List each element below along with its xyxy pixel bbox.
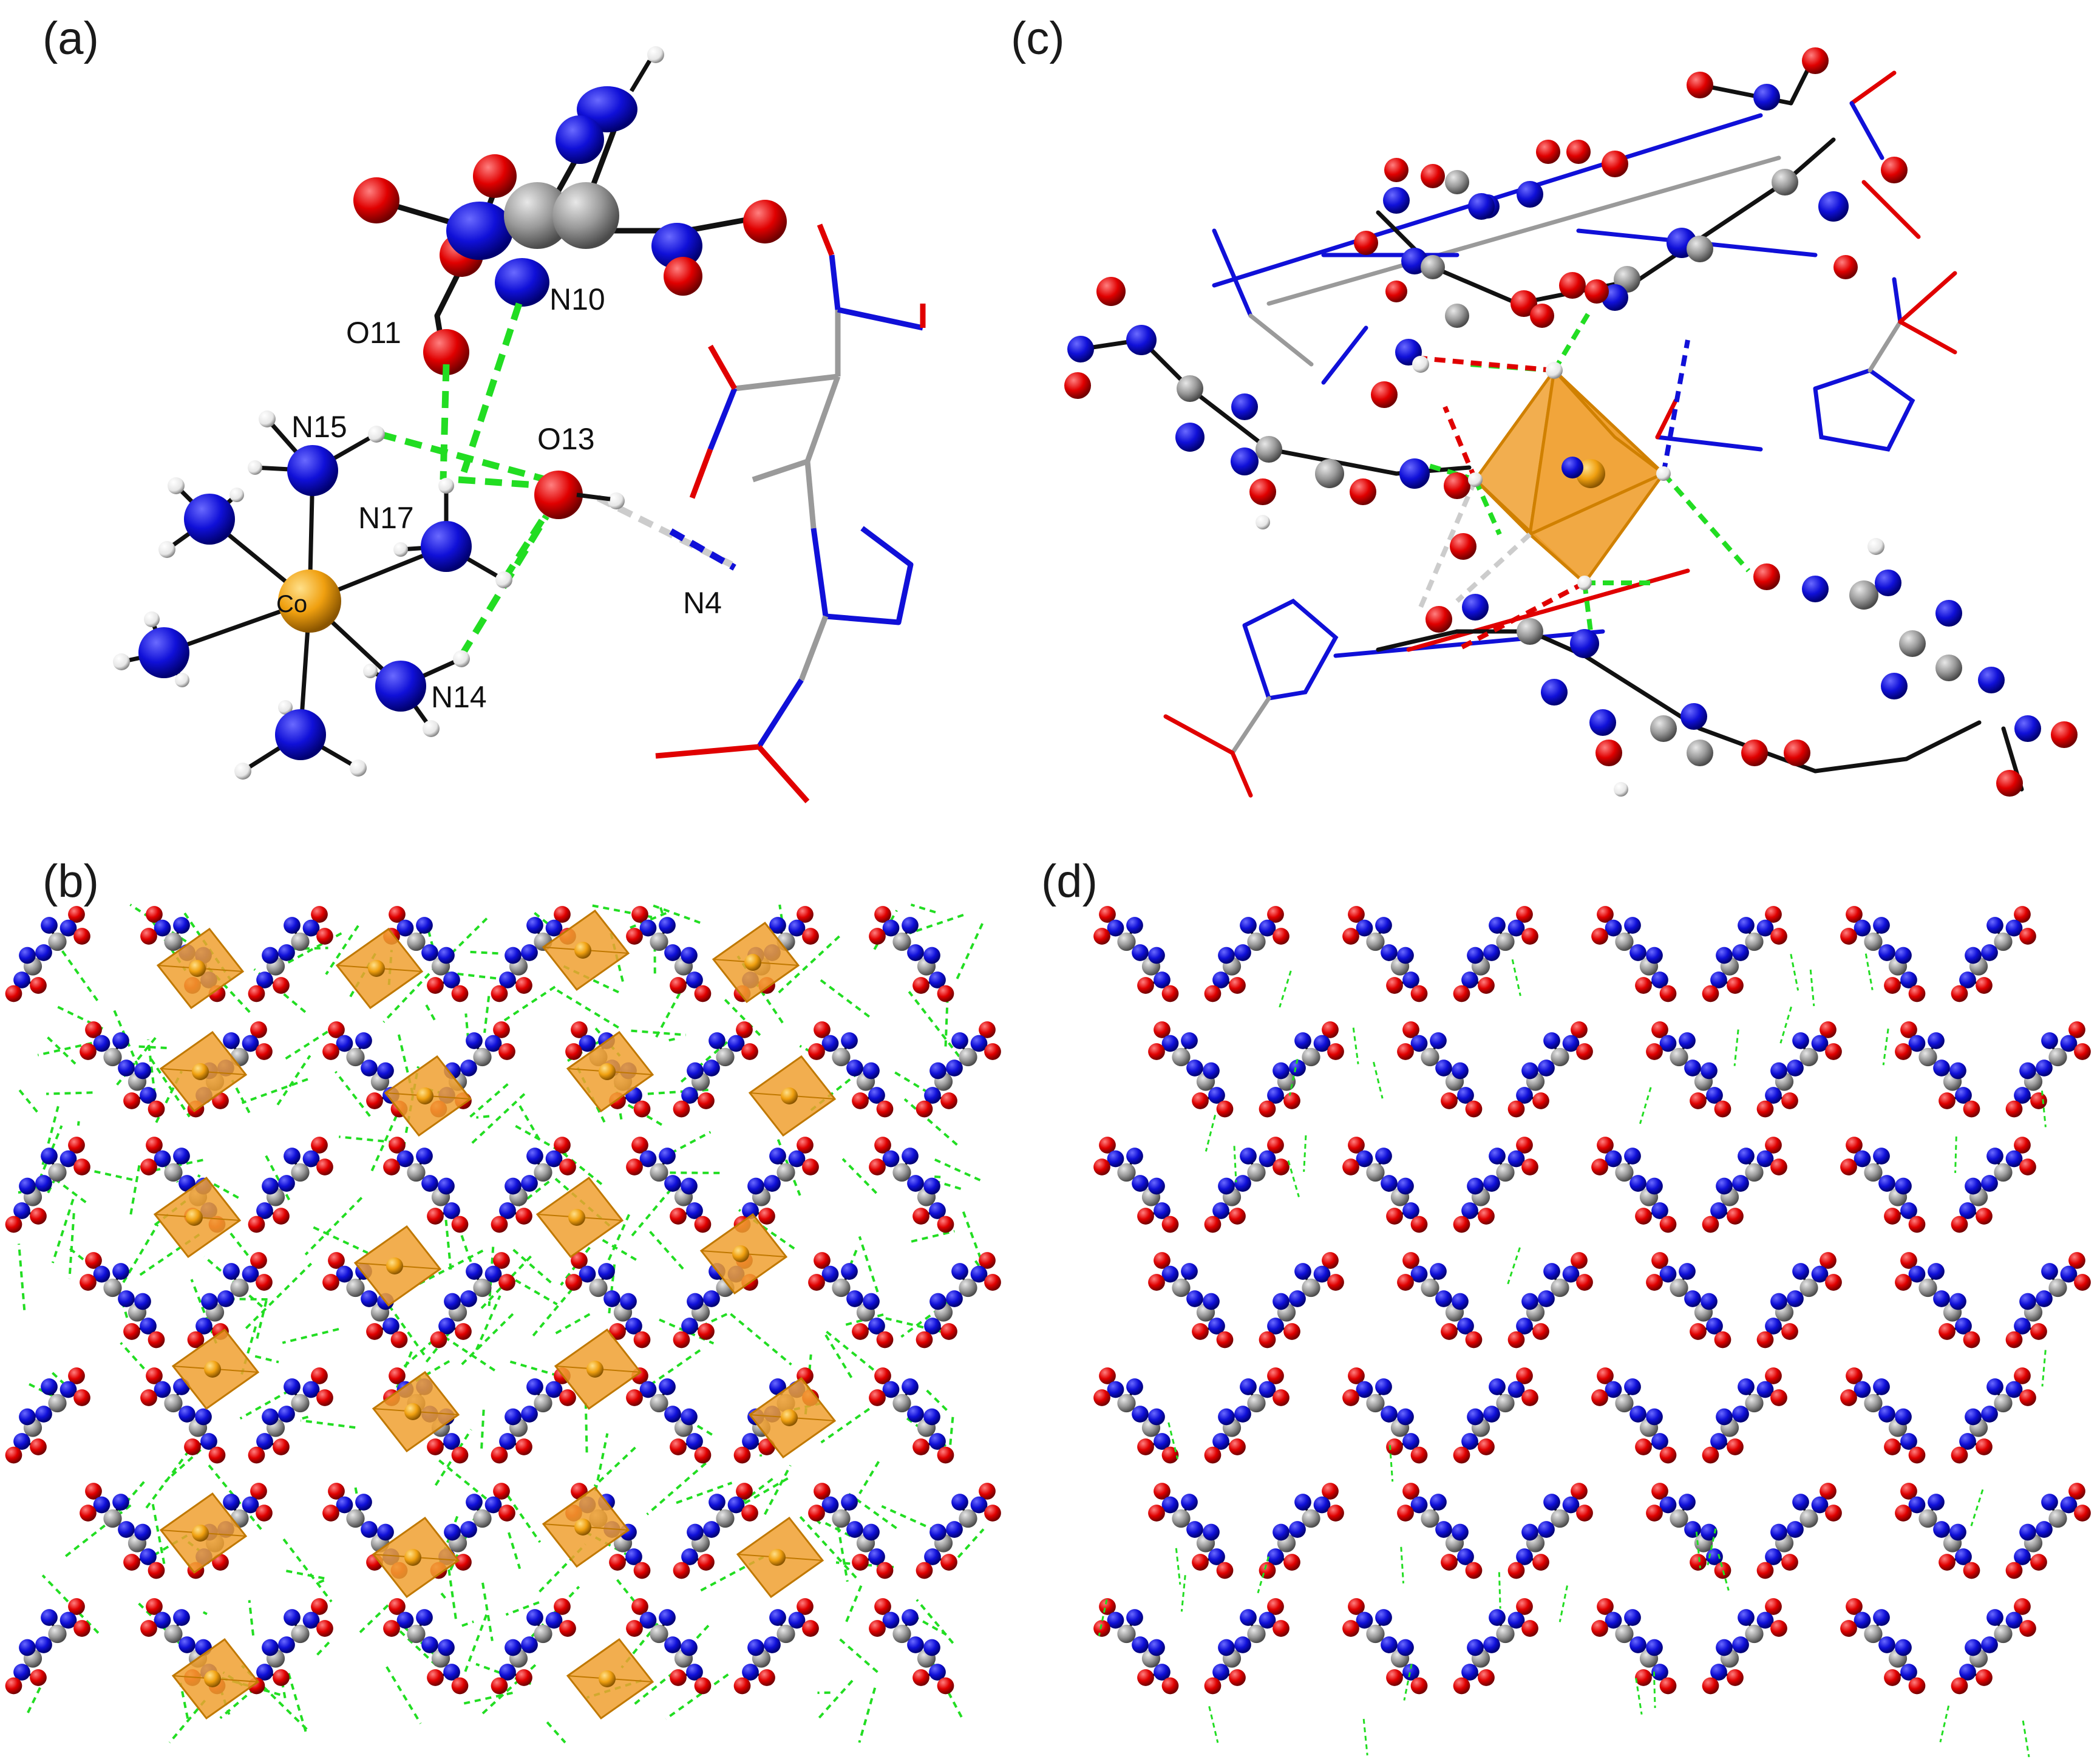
atom-label-n17: N17 xyxy=(358,501,414,535)
anion-top-atoms xyxy=(353,46,787,375)
panel-label-c: (c) xyxy=(1011,13,1065,64)
panel-label-a: (a) xyxy=(42,13,99,64)
atom-label-n15: N15 xyxy=(291,410,347,444)
panel-d-anion-framework xyxy=(1093,906,2091,1758)
atom-label-o13: O13 xyxy=(537,422,595,456)
panel-label-b: (b) xyxy=(42,855,99,907)
atom-label-o11: O11 xyxy=(346,316,401,350)
atom-label-co: Co xyxy=(276,591,307,617)
panel-label-d: (d) xyxy=(1041,855,1098,907)
atom-label-n14: N14 xyxy=(431,680,487,714)
anion-right-wire xyxy=(655,223,926,803)
panel-a-asymmetric-unit: O11 N10 N15 O13 N17 Co N4 N14 xyxy=(113,46,926,803)
packing-lattice-d xyxy=(1093,906,2091,1758)
panel-c-cation-environment xyxy=(1064,47,2078,798)
atom-label-n4: N4 xyxy=(683,586,722,620)
atom-label-n10: N10 xyxy=(549,282,605,316)
ammonia-atoms xyxy=(113,410,625,780)
hbonds-c xyxy=(1413,308,1751,652)
atoms-c xyxy=(1064,47,2078,797)
panel-b-packing-with-cations xyxy=(5,903,1001,1744)
coordination-octahedron xyxy=(1473,367,1668,585)
packing-lattice-b xyxy=(5,903,1001,1744)
